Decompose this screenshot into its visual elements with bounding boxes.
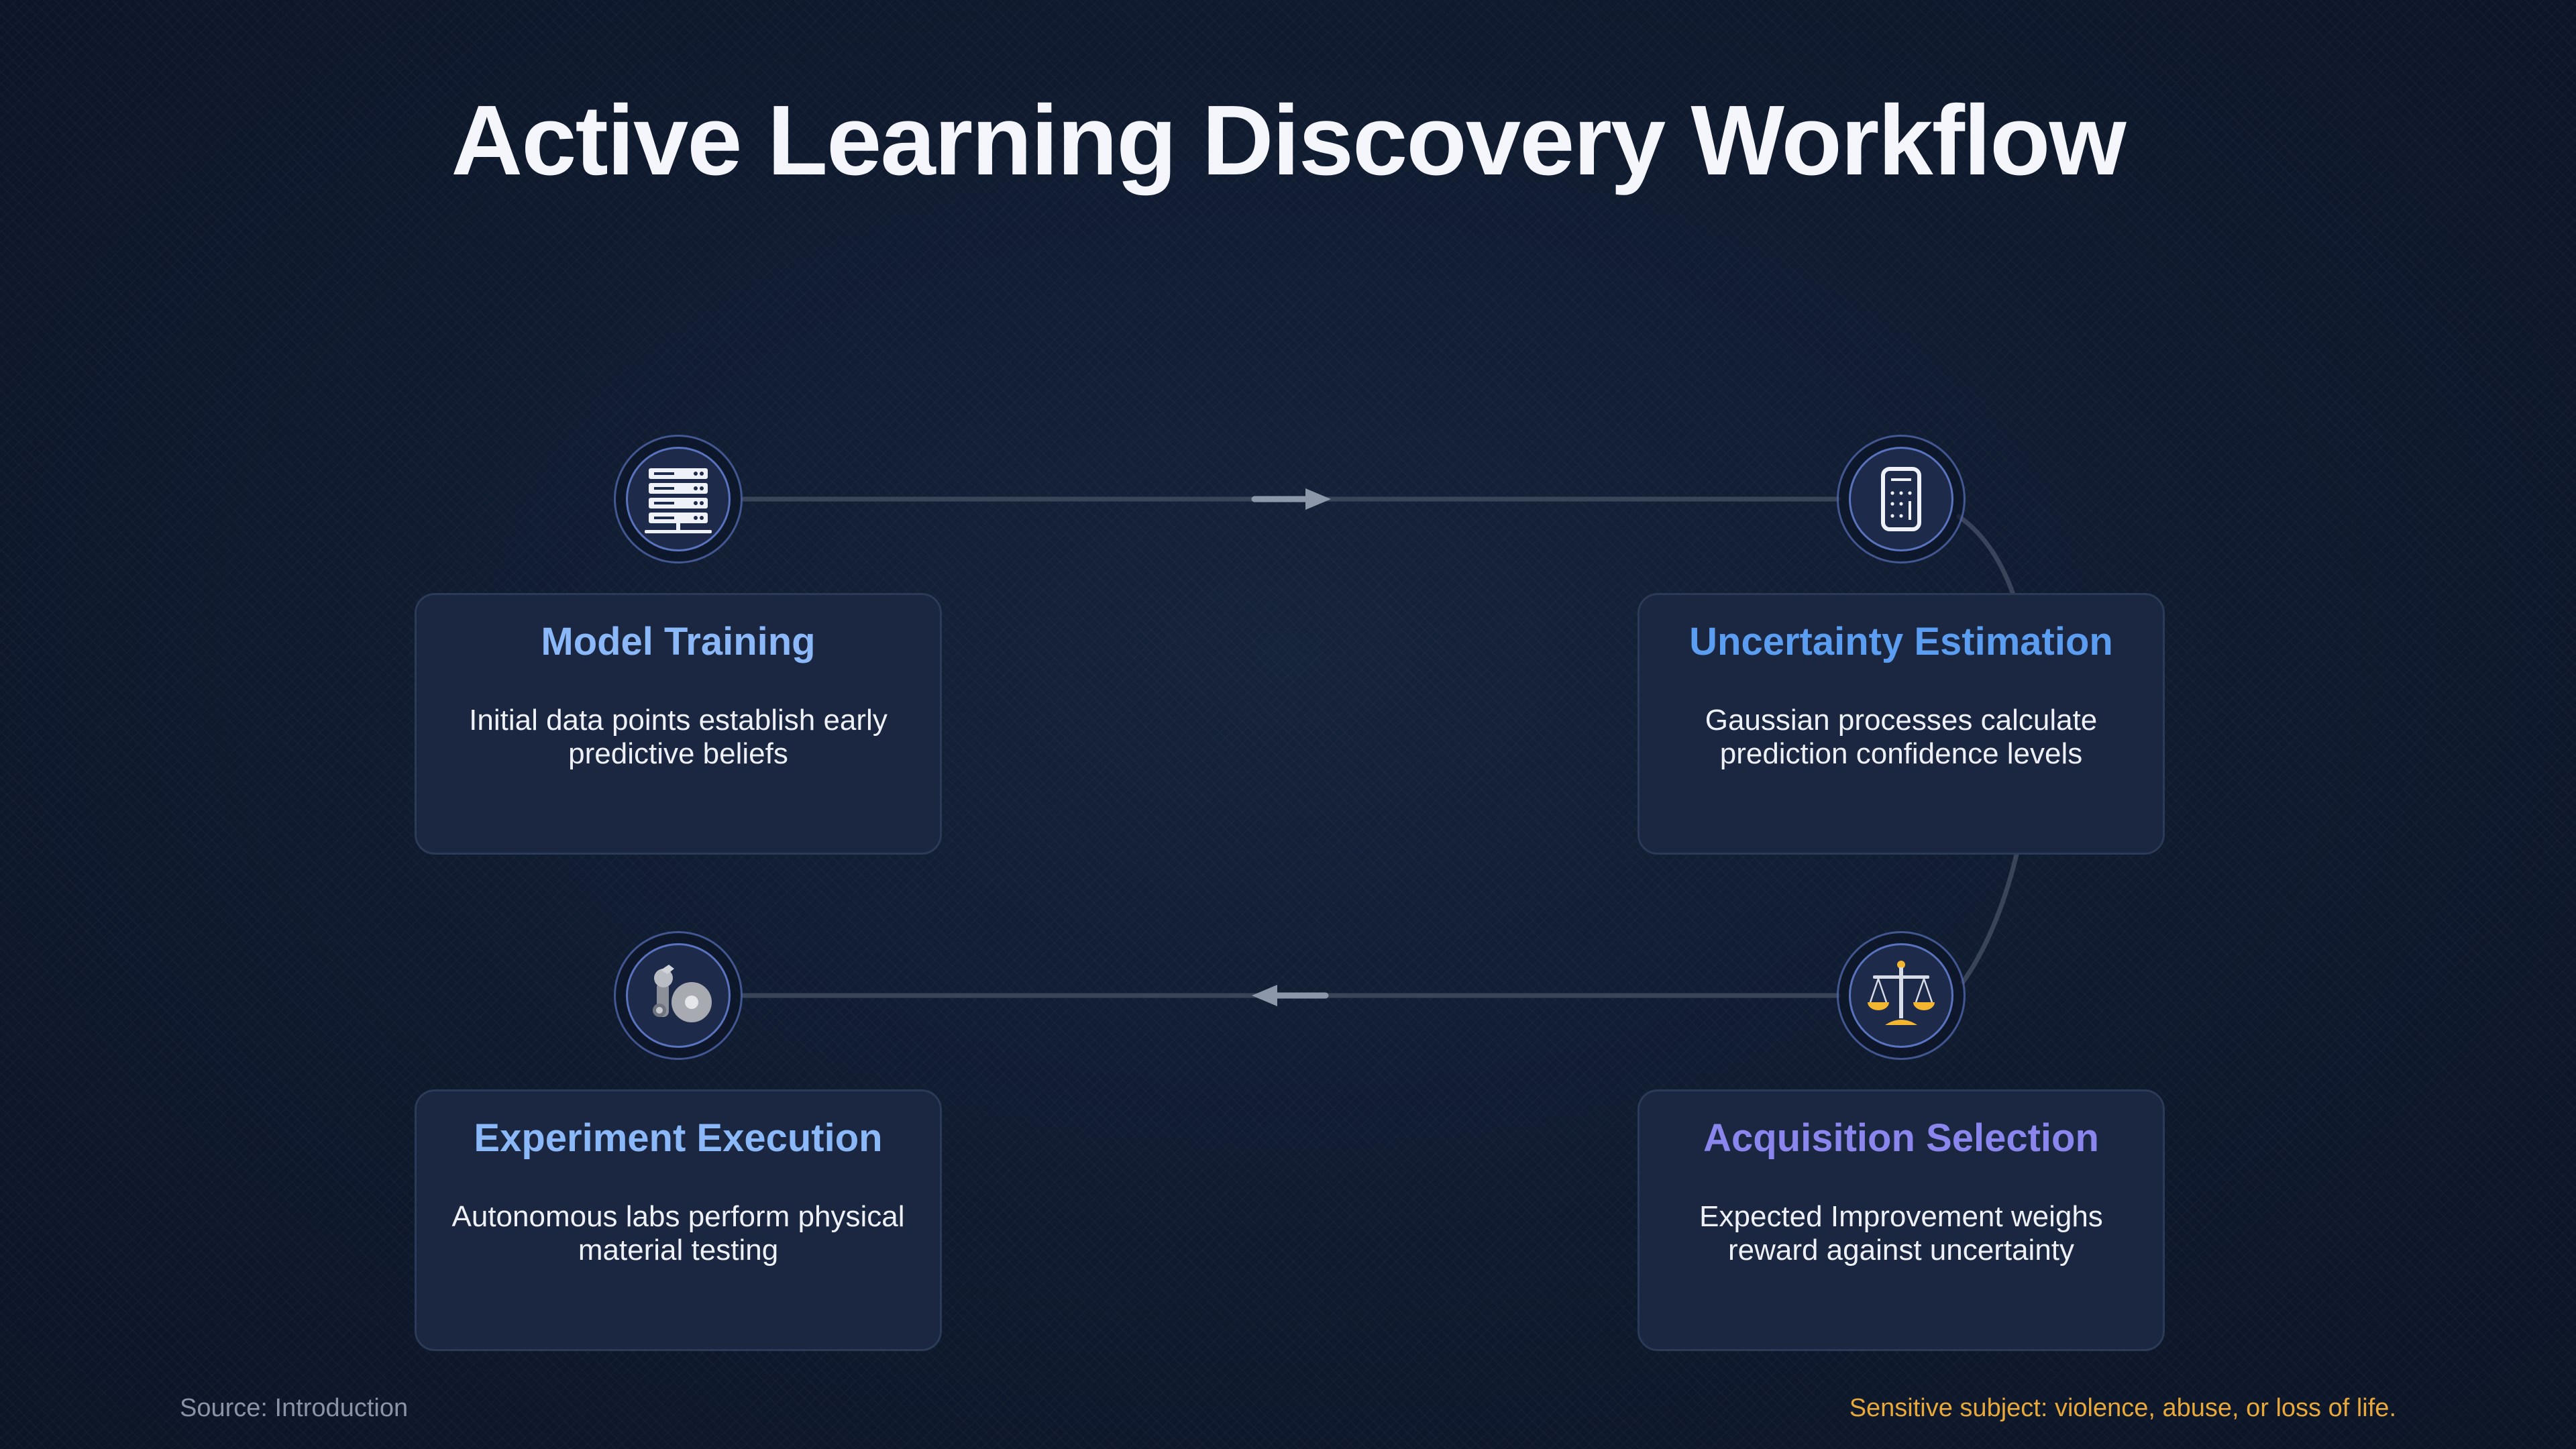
calculator-icon: [1881, 467, 1921, 531]
content-warning: Sensitive subject: violence, abuse, or l…: [1849, 1394, 2396, 1422]
step-title: Acquisition Selection: [1703, 1116, 2099, 1160]
arrow-right-icon: [1251, 488, 1331, 510]
step-description: Expected Improvement weighs reward again…: [1699, 1200, 2103, 1267]
uncertainty-estimation-icon-badge: [1837, 435, 1966, 564]
step-title: Model Training: [541, 620, 816, 663]
step-card-model-training: Model Training Initial data points estab…: [415, 593, 942, 855]
step-title: Experiment Execution: [474, 1116, 883, 1160]
balance-scale-icon: [1868, 961, 1935, 1025]
step-description: Initial data points establish early pred…: [469, 704, 888, 770]
robot-arm-icon: [653, 965, 712, 1022]
step-description: Autonomous labs perform physical materia…: [451, 1200, 905, 1267]
server-rack-icon: [645, 468, 712, 533]
step-title: Uncertainty Estimation: [1689, 620, 2113, 663]
step-card-experiment-execution: Experiment Execution Autonomous labs per…: [415, 1089, 942, 1351]
model-training-icon-badge: [614, 435, 743, 564]
experiment-execution-icon-badge: [614, 931, 743, 1060]
step-card-acquisition-selection: Acquisition Selection Expected Improveme…: [1638, 1089, 2165, 1351]
source-note: Source: Introduction: [180, 1394, 409, 1422]
acquisition-selection-icon-badge: [1837, 931, 1966, 1060]
step-card-uncertainty-estimation: Uncertainty Estimation Gaussian processe…: [1638, 593, 2165, 855]
page-title: Active Learning Discovery Workflow: [451, 85, 2126, 196]
step-description: Gaussian processes calculate prediction …: [1705, 704, 2098, 770]
arrow-left-icon: [1252, 985, 1329, 1006]
